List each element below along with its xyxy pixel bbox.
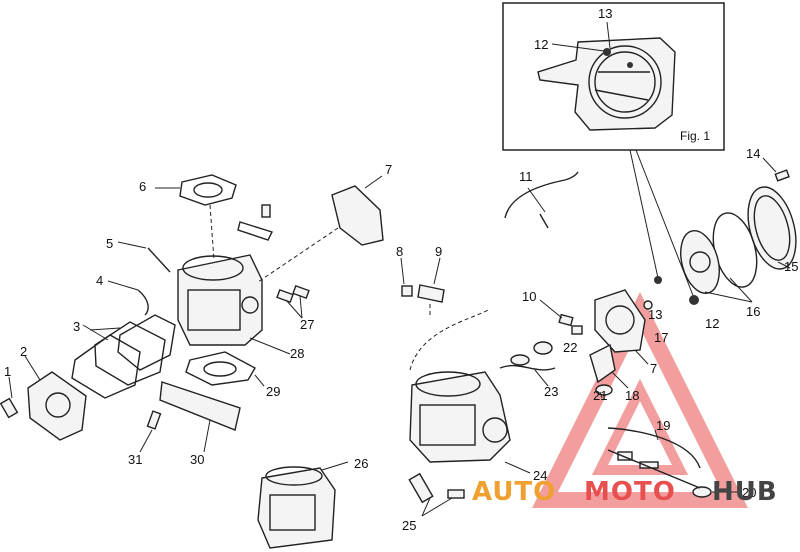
watermark-moto: MOTO — [584, 477, 676, 507]
part-1-screw — [0, 376, 19, 419]
part-5-fitting — [117, 241, 171, 273]
callout-9: 9 — [435, 244, 442, 259]
part-10-screw — [539, 299, 574, 327]
part-16-diaphragm — [680, 212, 758, 303]
part-15-cover — [747, 186, 797, 270]
callout-17: 17 — [654, 330, 668, 345]
callout-26: 26 — [354, 456, 368, 471]
carburetor-right — [409, 309, 531, 474]
part-7-cover-lower — [594, 289, 649, 365]
callout-29: 29 — [266, 384, 280, 399]
callout-19: 19 — [656, 418, 670, 433]
callout-14: 14 — [746, 146, 760, 161]
callout-6: 6 — [139, 179, 146, 194]
callout-11: 11 — [519, 169, 533, 184]
part-29-gasket — [185, 351, 265, 387]
callout-22: 22 — [563, 340, 577, 355]
part-14-screw — [762, 157, 790, 182]
callout-5: 5 — [106, 236, 113, 251]
callout-28: 28 — [290, 346, 304, 361]
inset-caption: Fig. 1 — [680, 129, 710, 143]
part-27-screws — [276, 284, 310, 319]
callout-27: 27 — [300, 317, 314, 332]
callout-12: 12 — [705, 316, 719, 331]
part-8-screw — [400, 257, 413, 297]
fig1-inset — [502, 2, 725, 151]
watermark-hub: HUB — [712, 477, 778, 507]
part-23-fuel-line — [499, 341, 556, 387]
watermark-text: AUTO MOTO HUB — [472, 477, 778, 507]
callout-4: 4 — [96, 273, 103, 288]
part-19-20-cable — [607, 427, 738, 498]
inset-leader-a — [629, 149, 659, 279]
part-3-gaskets — [71, 314, 176, 399]
callout-31: 31 — [128, 452, 142, 467]
part-9-bracket — [417, 257, 445, 318]
carburetor-left — [177, 254, 291, 355]
callout-30: 30 — [190, 452, 204, 467]
callout-23: 23 — [544, 384, 558, 399]
callout-16: 16 — [746, 304, 760, 319]
callout-7-lower: 7 — [650, 361, 657, 376]
callout-24: 24 — [533, 468, 547, 483]
part-2-pump-cover — [24, 355, 87, 441]
inset-callout-13: 13 — [598, 6, 612, 21]
callout-13: 13 — [648, 307, 662, 322]
watermark-triangle — [532, 292, 748, 508]
watermark-auto: AUTO — [472, 477, 556, 507]
callout-7: 7 — [385, 162, 392, 177]
part-7-cover-upper — [257, 175, 384, 283]
inset-callout-12: 12 — [534, 37, 548, 52]
callout-1: 1 — [4, 364, 11, 379]
callout-15: 15 — [784, 259, 798, 274]
callout-20: 20 — [742, 485, 756, 500]
part-25-fittings — [408, 472, 465, 517]
part-6-gasket — [155, 174, 237, 261]
callout-2: 2 — [20, 344, 27, 359]
callout-8: 8 — [396, 244, 403, 259]
parts-12-13-small — [654, 276, 699, 305]
carb-bracket — [237, 204, 273, 241]
callout-labels: 1 2 3 4 5 6 7 8 9 10 11 12 13 14 15 16 1… — [4, 146, 798, 533]
part-4-hose — [107, 280, 149, 316]
parts-18-21-22 — [571, 325, 629, 399]
callout-3: 3 — [73, 319, 80, 334]
part-31-screw — [139, 410, 162, 453]
part-11-cable — [504, 171, 579, 229]
callout-21: 21 — [593, 388, 607, 403]
part-17-screw — [643, 300, 653, 310]
carburetor-bottom — [257, 461, 349, 549]
inset-labels: 13 12 Fig. 1 — [534, 6, 710, 143]
callout-10: 10 — [522, 289, 536, 304]
part-30-plate — [159, 381, 241, 453]
callout-18: 18 — [625, 388, 639, 403]
callout-25: 25 — [402, 518, 416, 533]
